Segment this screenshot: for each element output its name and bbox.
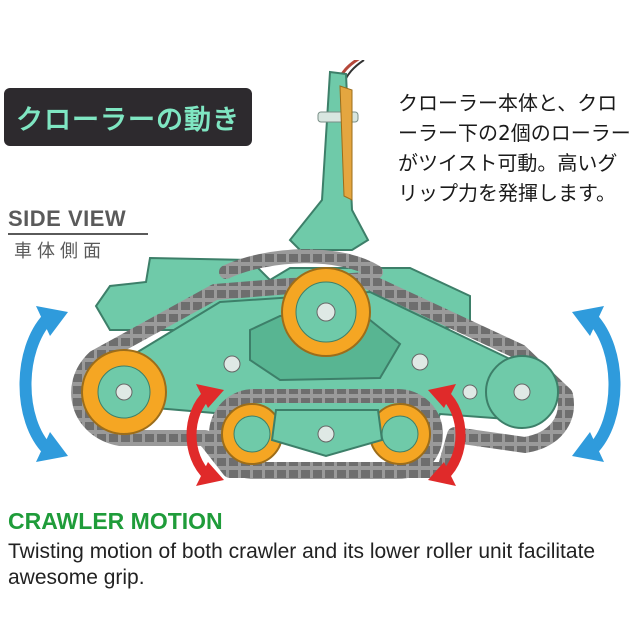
top-center-roller (281, 267, 371, 357)
side-view-jp-label: 車体側面 (14, 241, 106, 262)
rear-roller (81, 349, 167, 435)
red-curved-double-arrow-left (186, 384, 224, 486)
sensor-mast (288, 60, 370, 251)
frame-bolts (223, 353, 478, 400)
front-roller (485, 355, 559, 429)
blue-curved-double-arrow-right (572, 306, 621, 462)
crawler-diagram (19, 60, 621, 486)
crawler-motion-caption: Twisting motion of both crawler and its … (8, 540, 596, 589)
crawler-motion-heading: CRAWLER MOTION (8, 508, 223, 534)
side-view-rule (8, 233, 148, 235)
red-curved-double-arrow-right (428, 384, 466, 486)
title-badge: クローラーの動き (4, 88, 252, 146)
title-text: クローラーの動き (16, 104, 240, 136)
lower-roller-unit (209, 389, 443, 479)
side-view-label: SIDE VIEW (8, 206, 127, 231)
blue-curved-double-arrow-left (19, 306, 68, 462)
upper-track (219, 249, 383, 279)
japanese-description: クローラー本体と、クローラー下の2個のローラーがツイスト可動。高いグリップ力を発… (398, 91, 631, 205)
